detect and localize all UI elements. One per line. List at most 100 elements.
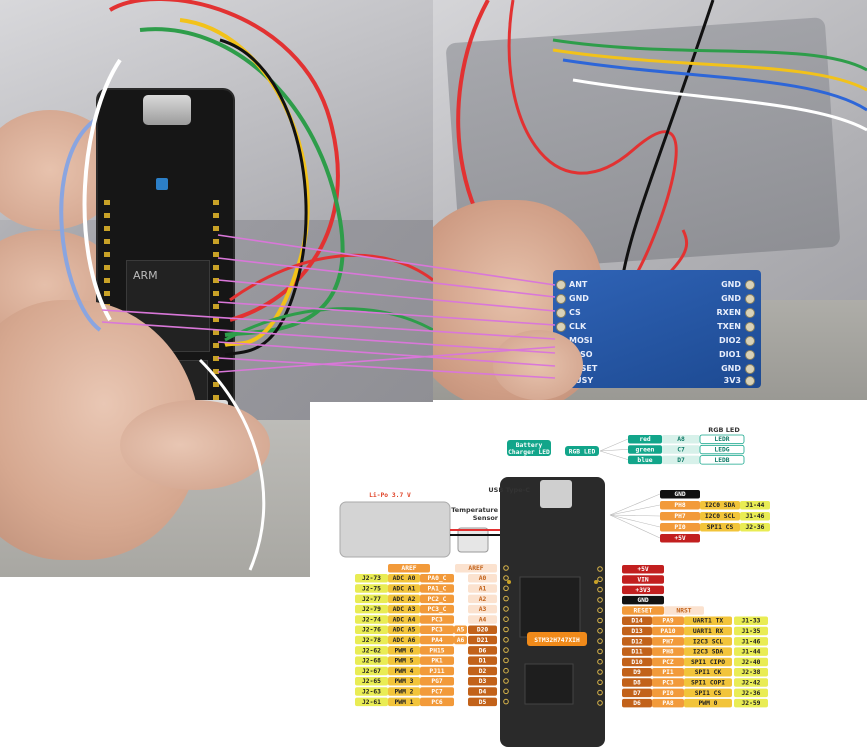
pin-dot — [597, 700, 603, 706]
rgb-name: LEDR — [714, 436, 729, 443]
left-conn: J2-65 — [362, 678, 381, 685]
left-func-box — [388, 584, 420, 593]
left-pin: D2 — [479, 668, 487, 675]
top-right-leader — [609, 493, 661, 516]
left-port-box — [420, 697, 454, 707]
rgb-name-box — [699, 455, 745, 465]
module-pad — [556, 294, 566, 304]
pin-dot — [597, 617, 603, 624]
left-pin: A4 — [479, 616, 487, 623]
pin-dot — [597, 669, 603, 675]
battery-connector — [457, 527, 489, 553]
left-port: PC3 — [431, 627, 443, 634]
left-conn-box — [355, 656, 388, 665]
left-pin: D21 — [477, 637, 489, 644]
right-power-pin: +3V3 — [635, 587, 650, 594]
usb-label: USB Type-C — [488, 486, 530, 494]
rgb-led-tag-text: RGB LED — [569, 449, 596, 456]
right-conn-box — [734, 657, 768, 667]
right-conn: J2-42 — [742, 680, 761, 687]
top-right-conn: J1-44 — [746, 502, 765, 509]
right-port: PH7 — [662, 638, 674, 645]
top-right-conn-box — [740, 523, 770, 532]
temp-label-2: Sensor — [473, 514, 499, 522]
module-pin-label: DIO2 — [719, 336, 741, 345]
module-pin-label: GND — [569, 294, 589, 303]
left-pin-box — [468, 615, 497, 624]
left-conn-box — [355, 635, 388, 645]
module-pin-label: MOSI — [569, 336, 593, 345]
left-port-box — [420, 594, 454, 604]
top-right-port: PH7 — [674, 513, 686, 520]
top-right-leader — [609, 504, 661, 516]
module-pad — [745, 308, 755, 318]
left-conn-box — [355, 677, 388, 686]
usb-connector — [143, 95, 191, 125]
left-conn: J2-67 — [362, 668, 381, 675]
left-conn-box — [355, 625, 388, 634]
right-power-pin-box — [622, 565, 664, 574]
left-conn: J2-74 — [362, 616, 381, 623]
left-port-box — [420, 574, 454, 583]
top-right-func-box — [700, 512, 740, 521]
rgb-name: LEDB — [714, 457, 729, 464]
top-right-func: I2C0 SCL — [705, 513, 736, 520]
rgb-color-box — [628, 455, 662, 465]
rgb-color-box — [628, 445, 662, 454]
pin-dot — [597, 658, 603, 665]
right-conn-box — [734, 678, 768, 687]
left-conn-box — [355, 594, 388, 604]
chip-label: STM32H747XIH — [534, 637, 580, 644]
rgb-leader — [599, 450, 629, 460]
left-conn: J2-73 — [362, 575, 381, 582]
module-pin-label: RXEN — [716, 308, 742, 317]
left-alt-box — [454, 635, 467, 645]
left-pin: D20 — [477, 627, 489, 634]
left-func: ADC A6 — [393, 637, 416, 644]
module-pad — [745, 350, 755, 360]
pin-dot — [597, 566, 603, 572]
left-pin-box — [468, 604, 497, 614]
right-func: I2C3 SDA — [693, 649, 724, 656]
reset-nrst: NRST — [676, 607, 691, 614]
module-pin-label: DIO1 — [719, 350, 741, 359]
reset-pin: RESET — [634, 607, 653, 614]
left-func-box — [388, 625, 420, 634]
temp-label-1: Temperature — [451, 506, 498, 514]
pin-dot — [503, 575, 509, 581]
pin-dot — [503, 647, 509, 653]
left-func-box — [388, 697, 420, 707]
right-pin-box — [622, 678, 652, 687]
module-pad — [745, 336, 755, 346]
right-power-pin: +5V — [637, 566, 649, 573]
top-right-port: PH8 — [674, 502, 686, 509]
right-conn: J2-59 — [742, 700, 761, 707]
left-conn-box — [355, 584, 388, 593]
right-conn-box — [734, 616, 768, 625]
pin-dot — [503, 667, 509, 674]
right-conn-box — [734, 688, 768, 698]
left-conn-box — [355, 604, 388, 614]
right-conn-box — [734, 626, 768, 636]
left-pin: D3 — [479, 678, 487, 685]
pin-dot — [597, 638, 603, 644]
right-conn: J2-40 — [742, 659, 761, 666]
right-func-box — [684, 657, 732, 667]
left-conn: J2-68 — [362, 658, 381, 665]
left-port-box — [420, 615, 454, 624]
left-port-box — [420, 625, 454, 634]
module-pad — [745, 376, 755, 386]
right-port-box — [652, 637, 684, 646]
chip-label-box — [527, 632, 587, 646]
pin-dot — [597, 597, 603, 603]
right-conn: J1-44 — [742, 649, 761, 656]
left-port: PA1_C — [428, 586, 447, 593]
board-button — [156, 178, 168, 190]
right-port: PC3 — [662, 680, 674, 687]
left-conn: J2-61 — [362, 699, 381, 706]
right-port: PI1 — [662, 669, 674, 676]
pin-dot — [503, 626, 509, 633]
top-right-port-box — [660, 523, 700, 532]
